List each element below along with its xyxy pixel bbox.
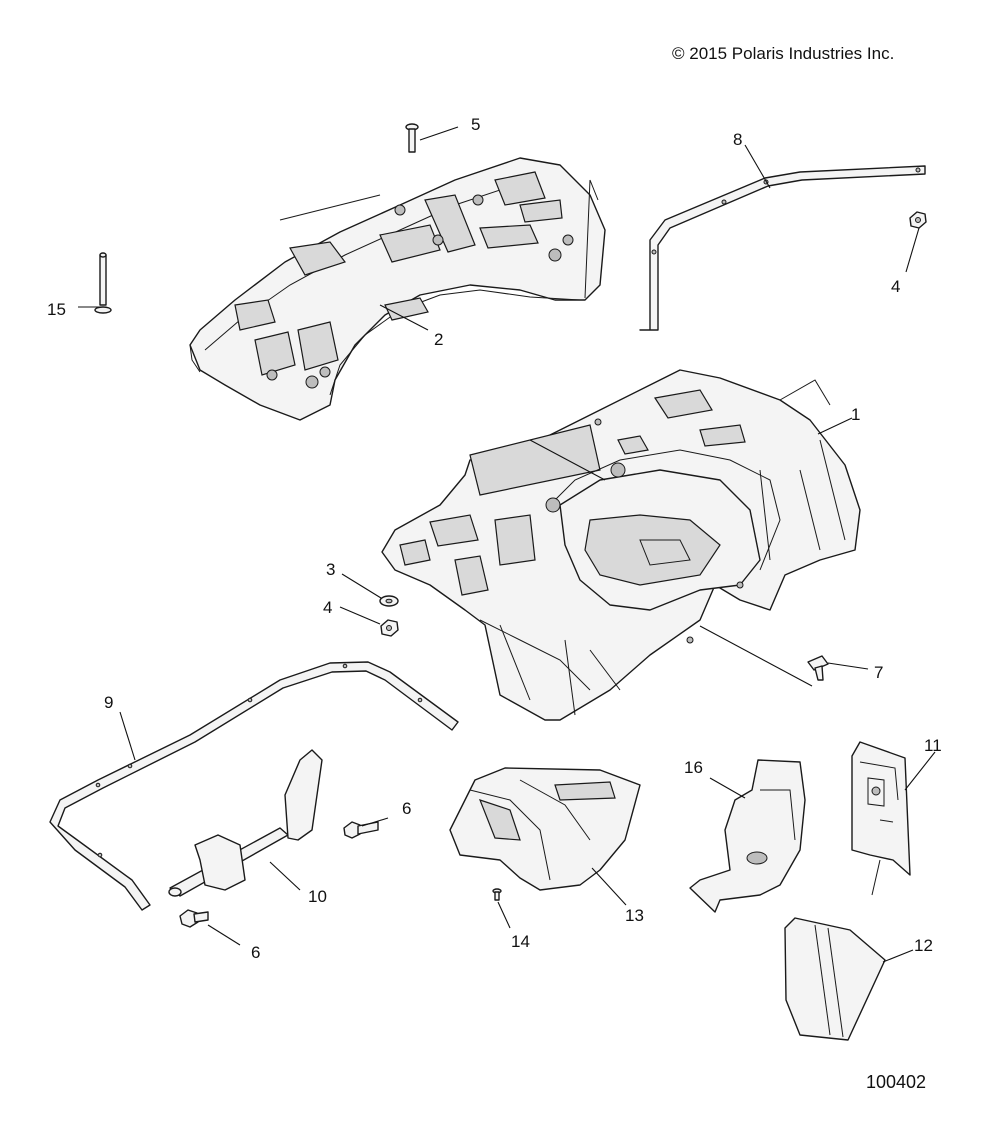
part-rivet-7 [807, 655, 829, 681]
callout-12: 12 [914, 936, 933, 955]
part-rack-rail [639, 165, 926, 331]
figure-number: 100402 [866, 1072, 927, 1092]
callout-13: 13 [625, 906, 644, 925]
callout-11: 11 [924, 736, 942, 755]
part-screw-14 [492, 888, 502, 901]
part-rear-cover-13 [449, 767, 641, 891]
part-bolt-6-lower [179, 909, 209, 928]
part-bumper-rail [49, 661, 459, 911]
part-rear-cab [381, 369, 861, 721]
copyright-text: © 2015 Polaris Industries Inc. [672, 44, 895, 63]
callout-10: 10 [308, 887, 327, 906]
callout-4-upper: 4 [891, 277, 900, 296]
callout-labels: 1 2 3 4 4 5 6 6 7 8 9 10 11 12 13 14 15 … [47, 115, 942, 962]
part-pin-15 [94, 252, 112, 314]
part-bolt-6-upper [343, 821, 379, 839]
callout-5: 5 [471, 115, 480, 134]
callout-8: 8 [733, 130, 742, 149]
callout-15: 15 [47, 300, 66, 319]
callout-6-upper: 6 [402, 799, 411, 818]
part-nut-4-lower [380, 619, 399, 637]
callout-14: 14 [511, 932, 530, 951]
callout-4-lower: 4 [323, 598, 332, 617]
leader-lines [78, 126, 936, 963]
part-bracket-10 [168, 749, 323, 897]
part-side-panel-11 [851, 741, 911, 896]
part-splash-guard-16 [689, 759, 806, 913]
callout-1: 1 [851, 405, 860, 424]
part-rear-rack [189, 157, 606, 421]
callout-7: 7 [874, 663, 883, 682]
part-bolt-5 [405, 123, 419, 153]
callout-6-lower: 6 [251, 943, 260, 962]
callout-2: 2 [434, 330, 443, 349]
callout-16: 16 [684, 758, 703, 777]
part-flap-12 [784, 917, 886, 1041]
part-nut-4-upper [909, 211, 927, 229]
part-washer-3 [379, 595, 399, 607]
callout-3: 3 [326, 560, 335, 579]
callout-9: 9 [104, 693, 113, 712]
